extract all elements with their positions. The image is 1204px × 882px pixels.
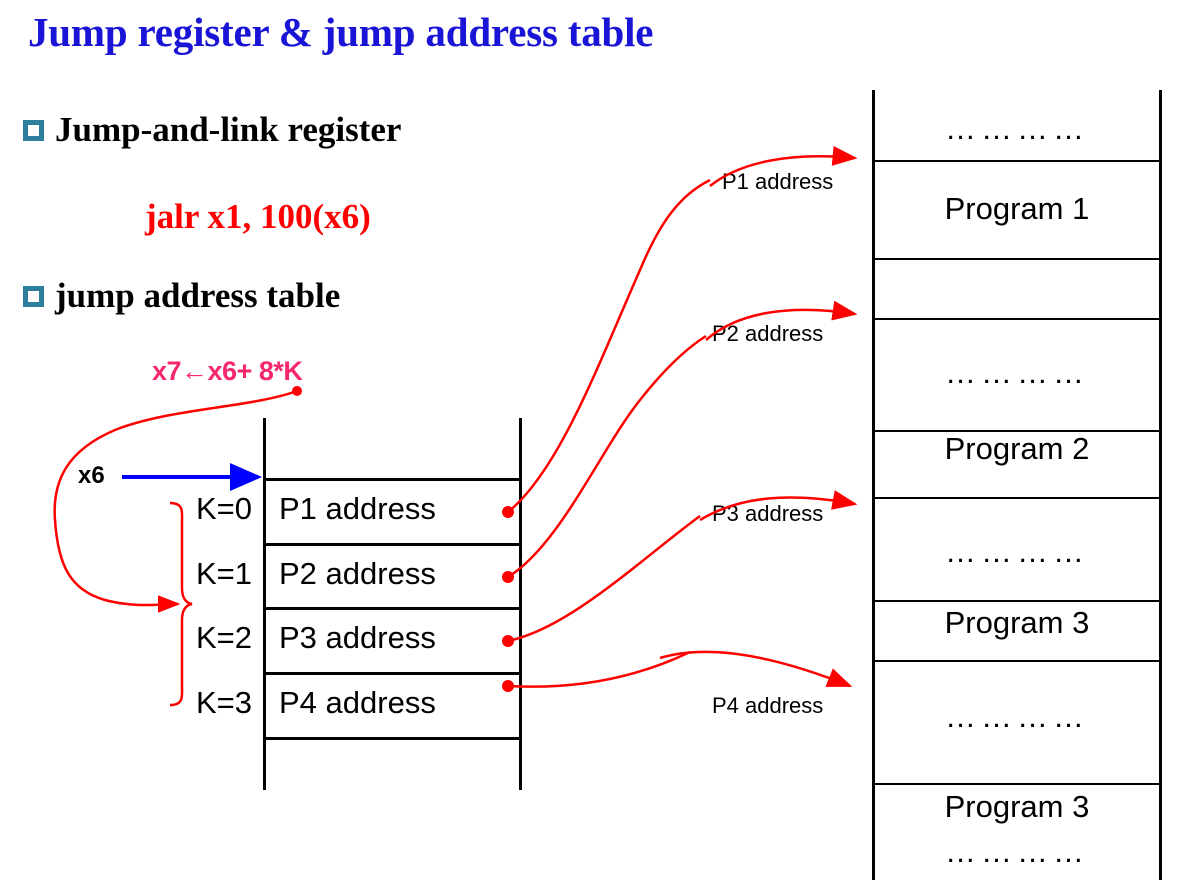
memory-rule (872, 497, 1162, 499)
memory-rule (872, 318, 1162, 320)
table-index-label-1: K=1 (196, 556, 253, 591)
p2-connector-curve (507, 334, 707, 579)
address-computation-formula: x7←x6+ 8*K (152, 356, 303, 386)
memory-cell-program: Program 2 (944, 431, 1090, 466)
index-range-brace (169, 501, 193, 707)
table-left-border (263, 418, 266, 790)
memory-rule (872, 783, 1162, 785)
memory-left-border (872, 90, 875, 880)
square-bullet-icon (23, 119, 44, 141)
memory-cell-ellipsis: ………… (945, 111, 1089, 146)
memory-cell-ellipsis: ………… (945, 355, 1089, 390)
table-index-label-3: K=3 (196, 685, 253, 720)
memory-cell-ellipsis: ………… (945, 534, 1089, 569)
memory-rule (872, 660, 1162, 662)
memory-cell-ellipsis: ………… (945, 699, 1089, 734)
memory-rule (872, 600, 1162, 602)
p4-connector-curve (507, 650, 691, 688)
memory-cell-program: Program 3 (944, 605, 1090, 640)
arrow-label-p3-address: P3 address (712, 501, 824, 526)
arrow-label-p1-address: P1 address (722, 169, 834, 194)
bullet-item-jump-and-link-register: Jump-and-link register (23, 110, 401, 150)
formula-to-brace-arrow (53, 389, 298, 613)
formula-anchor-dot (292, 386, 302, 396)
memory-cell-program: Program 1 (944, 191, 1090, 226)
bullet-item-jump-address-table: jump address table (23, 276, 340, 316)
page-title: Jump register & jump address table (28, 9, 654, 55)
table-index-label-0: K=0 (196, 491, 253, 526)
square-bullet-icon (23, 285, 44, 307)
table-row: P4 address (279, 685, 436, 720)
memory-rule (872, 430, 1162, 432)
memory-right-border (1159, 90, 1162, 880)
arrow-label-p4-address: P4 address (712, 693, 824, 718)
p1-connector-curve (507, 178, 711, 513)
x6-register-label: x6 (78, 462, 105, 489)
table-rule (263, 607, 522, 610)
table-right-border (519, 418, 522, 790)
memory-cell-program: Program 3 (944, 789, 1090, 824)
table-rule (263, 737, 522, 740)
table-row: P3 address (279, 620, 436, 655)
p4-arrow-to-memory (659, 650, 853, 688)
arrow-label-p2-address: P2 address (712, 321, 824, 346)
memory-layout-block: ………… Program 1 ………… Program 2 ………… Progr… (872, 90, 1162, 880)
table-row: P1 address (279, 491, 436, 526)
table-rule (263, 478, 522, 481)
table-rule (263, 543, 522, 546)
memory-rule (872, 160, 1162, 162)
table-row: P2 address (279, 556, 436, 591)
p3-connector-curve (507, 514, 701, 643)
memory-rule (872, 258, 1162, 260)
bullet-label: Jump-and-link register (55, 110, 402, 149)
memory-cell-ellipsis: ………… (945, 834, 1089, 869)
jalr-instruction-text: jalr x1, 100(x6) (145, 197, 371, 236)
table-rule (263, 672, 522, 675)
table-index-label-2: K=2 (196, 620, 253, 655)
jump-address-table: P1 address P2 address P3 address P4 addr… (263, 418, 522, 790)
bullet-label: jump address table (55, 276, 341, 315)
